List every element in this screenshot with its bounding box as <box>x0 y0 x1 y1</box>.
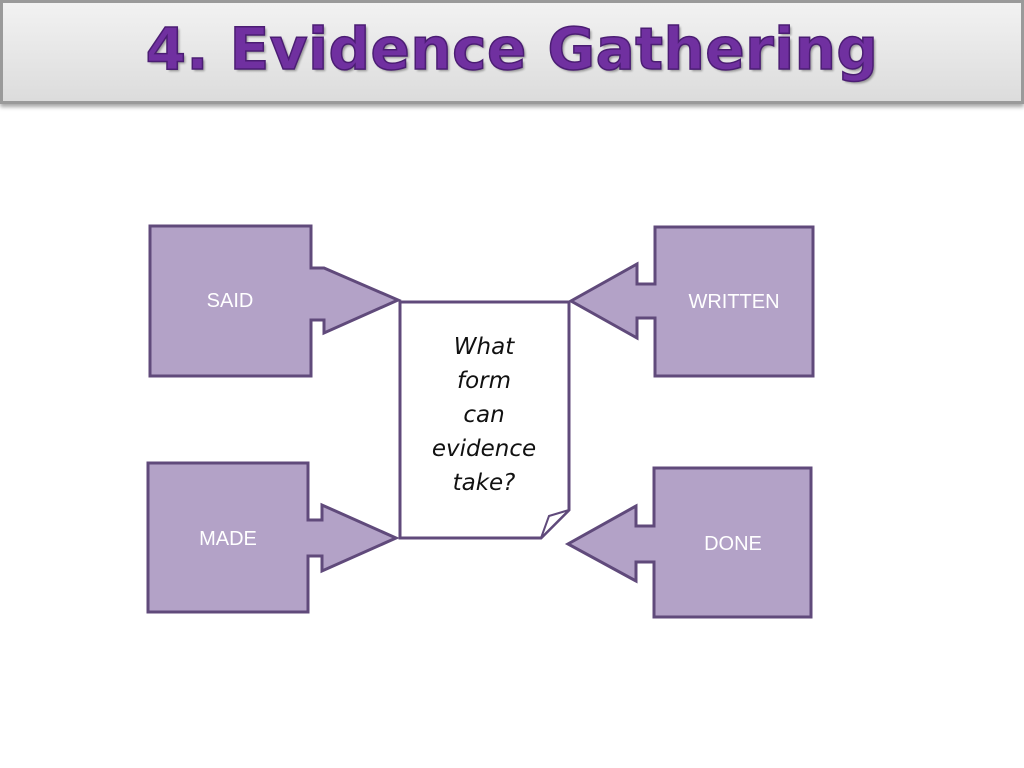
question-line: form <box>456 368 512 394</box>
written-label: WRITTEN <box>688 291 780 313</box>
question-line: take? <box>452 470 516 496</box>
made-label: MADE <box>199 528 257 550</box>
question-line: What <box>453 334 515 360</box>
question-line: can <box>463 402 505 428</box>
written-arrow-callout <box>567 225 815 378</box>
question-line: evidence <box>431 436 537 462</box>
title-bar: 4. Evidence Gathering <box>0 0 1024 104</box>
done-label: DONE <box>704 533 762 555</box>
done-arrow-callout <box>564 466 813 619</box>
said-label: SAID <box>206 290 254 312</box>
document-fold <box>540 509 570 539</box>
said-arrow-callout <box>148 224 402 378</box>
slide-title: 4. Evidence Gathering <box>145 14 879 84</box>
center-question: What form can evidence take? <box>401 330 567 500</box>
made-arrow-callout <box>146 461 400 614</box>
